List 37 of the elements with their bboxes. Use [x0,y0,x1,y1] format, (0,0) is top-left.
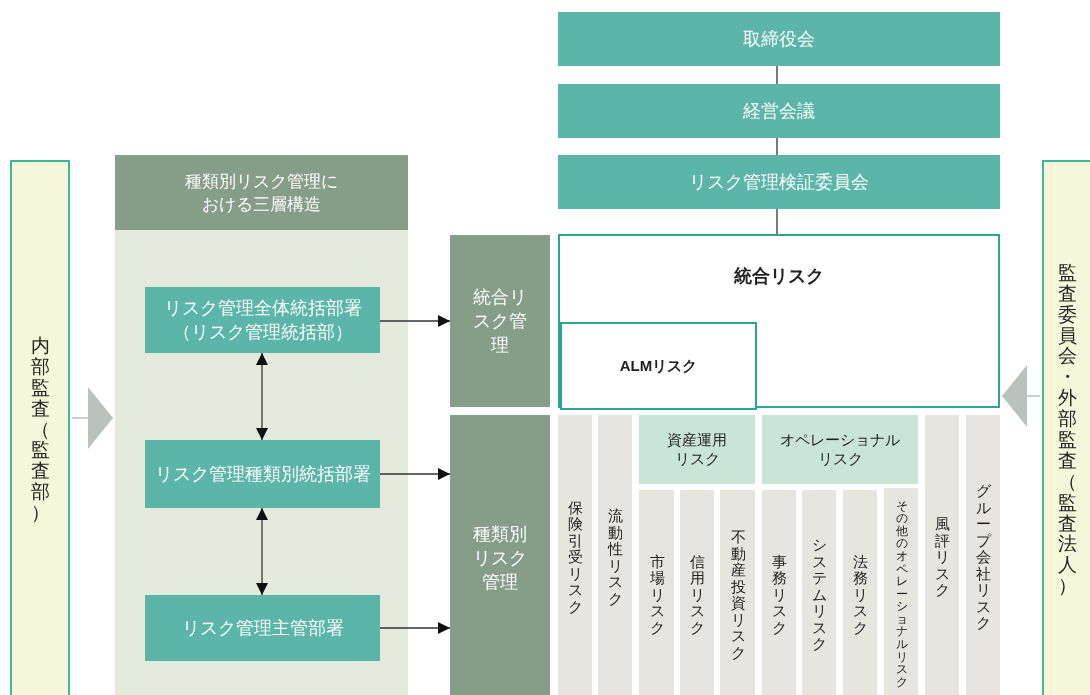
management-box: 種類別リスク管理 [450,415,550,695]
risk-category-box: 資産運用リスク [639,415,755,484]
risk-column: 信用リスク [680,490,714,695]
department-box: リスク管理主管部署 [145,595,380,661]
committee-box: 経営会議 [558,84,1000,138]
risk-column: 風評リスク [925,415,959,695]
risk-column: 保険引受リスク [558,415,592,695]
committee-box: リスク管理検証委員会 [558,155,1000,209]
chevron-arrow [71,387,114,449]
arrow [379,622,451,634]
department-box: リスク管理種類別統括部署 [145,440,380,508]
department-box: リスク管理全体統括部署（リスク管理統括部） [145,287,380,353]
risk-category-box: オペレーショナルリスク [762,415,918,484]
arrow [379,468,451,480]
audit-panel: 内部監査（監査部） [10,160,70,695]
connector-line [776,137,778,156]
risk-box: ALMリスク [560,322,757,410]
risk-box: 統合リスク ALMリスク [558,234,1000,408]
risk-column: 不動産投資リスク [720,490,755,695]
connector-line [776,208,778,235]
risk-column: システムリスク [802,490,836,695]
arrow [379,315,451,327]
panel-heading: 種類別リスク管理における三層構造 [115,155,408,230]
arrow [256,507,268,596]
management-box: 統合リスク管理 [450,235,550,407]
connector-line [776,65,778,85]
risk-column: 流動性リスク [598,415,632,695]
risk-column: 市場リスク [639,490,674,695]
arrow [256,352,268,441]
chevron-arrow [1001,365,1041,427]
risk-column: その他のオペレーショナルリスク [884,488,918,695]
audit-panel: 監査委員会・外部監査（監査法人） [1042,160,1090,695]
risk-column: 法務リスク [843,490,877,695]
risk-column: グループ会社リスク [966,415,1000,695]
risk-column: 事務リスク [762,490,796,695]
structure-panel [115,155,408,695]
committee-box: 取締役会 [558,12,1000,66]
